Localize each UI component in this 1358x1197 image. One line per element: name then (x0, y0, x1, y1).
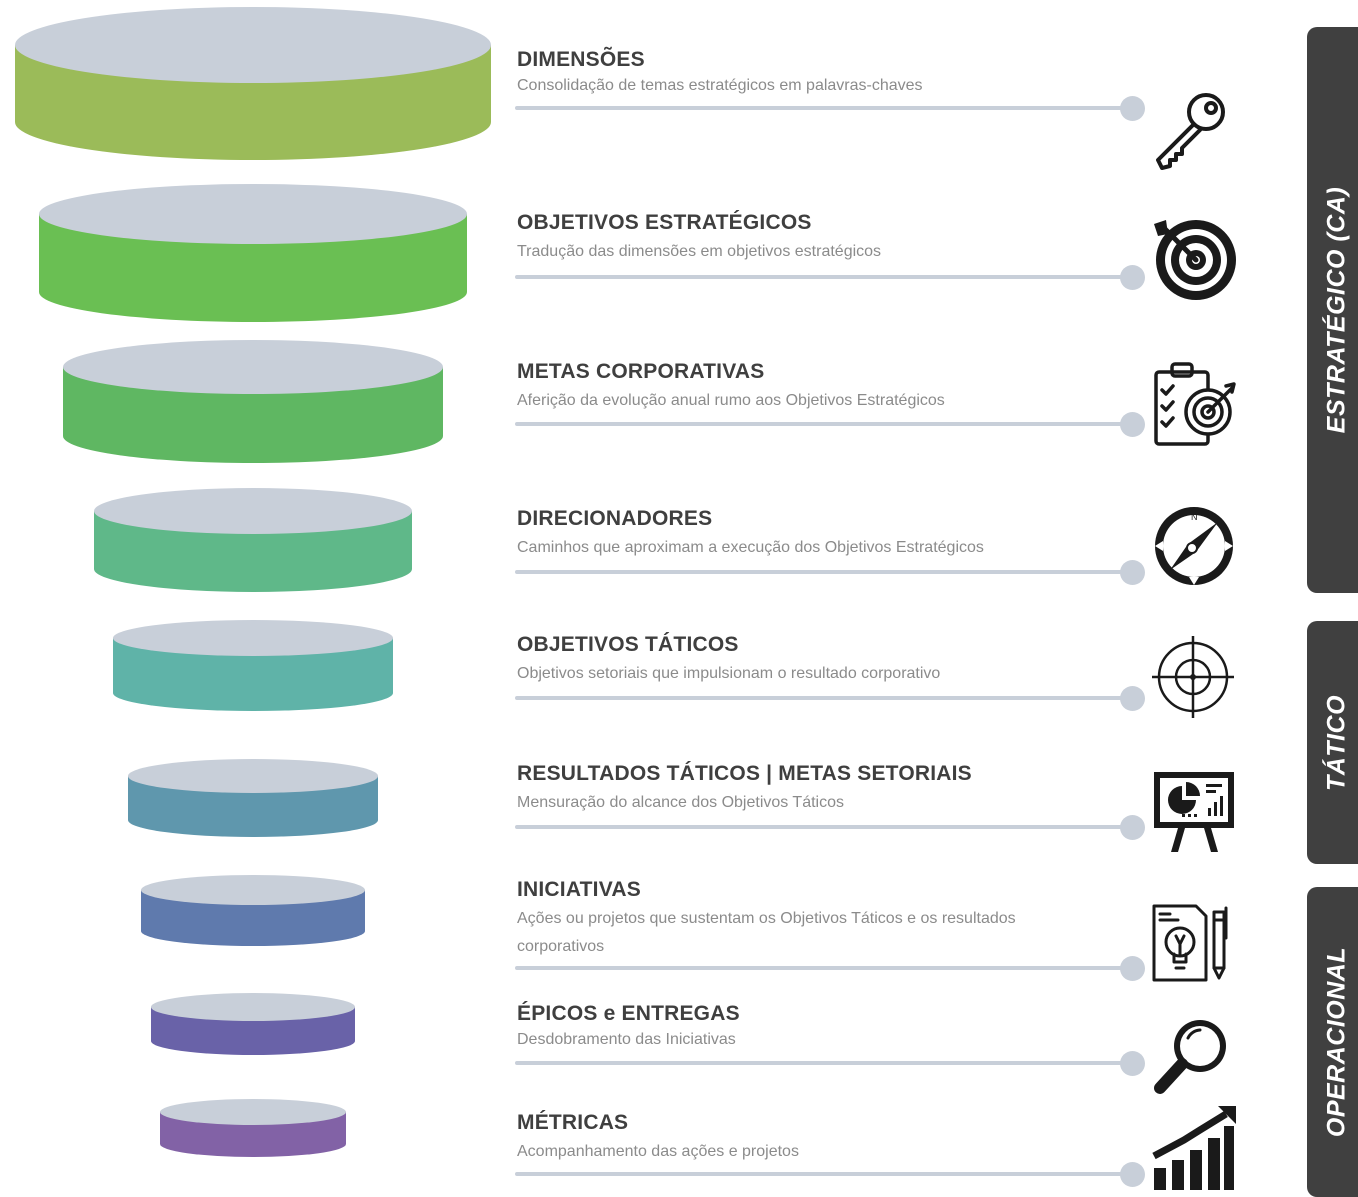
connector-line (515, 825, 1127, 829)
tab-label: TÁTICO (1322, 694, 1351, 791)
tab-operacional: OPERACIONAL (1307, 887, 1358, 1197)
level-title: DIMENSÕES (517, 48, 645, 71)
funnel-disc-top (160, 1099, 346, 1125)
connector-dot (1120, 1162, 1145, 1187)
connector-dot (1120, 96, 1145, 121)
clipboard-target-icon (1154, 362, 1236, 446)
level-title: INICIATIVAS (517, 878, 641, 901)
funnel-disc-top (94, 488, 412, 534)
level-resultados-taticos: RESULTADOS TÁTICOS | METAS SETORIAIS Men… (517, 762, 1137, 817)
tab-label: ESTRATÉGICO (CA) (1322, 186, 1351, 434)
funnel-disc (151, 993, 355, 1055)
funnel-disc-top (141, 875, 365, 905)
tab-tatico: TÁTICO (1307, 621, 1358, 864)
level-title: ÉPICOS e ENTREGAS (517, 1002, 740, 1025)
funnel-disc (141, 875, 365, 946)
level-description: Aferição da evolução anual rumo aos Obje… (517, 392, 945, 409)
level-description: Acompanhamento das ações e projetos (517, 1143, 799, 1160)
connector-dot (1120, 686, 1145, 711)
level-title: METAS CORPORATIVAS (517, 360, 765, 383)
connector-line (515, 966, 1127, 970)
level-epicos-entregas: ÉPICOS e ENTREGAS Desdobramento das Inic… (517, 1002, 1137, 1054)
funnel-disc (15, 7, 491, 160)
funnel-disc-side (94, 511, 412, 592)
funnel-disc-side (113, 638, 393, 711)
funnel-disc-side (141, 890, 365, 946)
growth-chart-icon (1152, 1106, 1236, 1190)
connector-dot (1120, 956, 1145, 981)
funnel-disc-side (39, 214, 467, 322)
svg-text:N: N (1191, 512, 1198, 522)
funnel-disc-side (63, 367, 443, 463)
funnel-disc (39, 184, 467, 322)
level-title: DIRECIONADORES (517, 507, 713, 530)
funnel-diagram (15, 7, 491, 1157)
funnel-disc (128, 759, 378, 837)
funnel-disc-top (39, 184, 467, 244)
level-title: RESULTADOS TÁTICOS | METAS SETORIAIS (517, 762, 972, 785)
funnel-disc-top (113, 620, 393, 656)
level-description: Ações ou projetos que sustentam os Objet… (517, 910, 1016, 955)
connector-dot (1120, 1051, 1145, 1076)
funnel-disc-top (15, 7, 491, 83)
funnel-disc-top (151, 993, 355, 1021)
key-icon (1156, 93, 1225, 170)
level-direcionadores: DIRECIONADORES Caminhos que aproximam a … (517, 507, 1137, 562)
tab-label: OPERACIONAL (1322, 946, 1351, 1138)
level-description: Objetivos setoriais que impulsionam o re… (517, 665, 941, 682)
funnel-disc (94, 488, 412, 592)
compass-icon: N (1155, 507, 1233, 585)
level-metricas: MÉTRICAS Acompanhamento das ações e proj… (517, 1111, 1137, 1166)
idea-document-icon (1152, 904, 1228, 982)
connector-line (515, 106, 1127, 110)
connector-line (515, 1172, 1127, 1176)
level-description: Mensuração do alcance dos Objetivos Táti… (517, 794, 844, 811)
magnifier-icon (1154, 1020, 1226, 1094)
level-title: MÉTRICAS (517, 1111, 629, 1134)
level-objetivos-taticos: OBJETIVOS TÁTICOS Objetivos setoriais qu… (517, 633, 1137, 688)
tab-estrategico: ESTRATÉGICO (CA) (1307, 27, 1358, 593)
crosshair-icon (1152, 636, 1234, 718)
level-title: OBJETIVOS ESTRATÉGICOS (517, 211, 812, 234)
funnel-disc-top (128, 759, 378, 793)
connector-line (515, 570, 1127, 574)
connector-dot (1120, 412, 1145, 437)
connector-dot (1120, 560, 1145, 585)
connector-line (515, 422, 1127, 426)
funnel-disc (160, 1099, 346, 1157)
funnel-disc-top (63, 340, 443, 394)
funnel-disc (113, 620, 393, 711)
connector-line (515, 275, 1127, 279)
level-dimensoes: DIMENSÕES Consolidação de temas estratég… (517, 48, 1137, 100)
level-description: Desdobramento das Iniciativas (517, 1031, 736, 1048)
connector-dot (1120, 815, 1145, 840)
funnel-disc-side (128, 776, 378, 837)
level-description: Caminhos que aproximam a execução dos Ob… (517, 539, 984, 556)
connector-line (515, 696, 1127, 700)
level-description: Tradução das dimensões em objetivos estr… (517, 243, 882, 260)
level-objetivos-estrategicos: OBJETIVOS ESTRATÉGICOS Tradução das dime… (517, 211, 1137, 266)
target-arrow-icon (1154, 220, 1236, 300)
level-description: Consolidação de temas estratégicos em pa… (517, 77, 923, 94)
level-iniciativas: INICIATIVAS Ações ou projetos que susten… (517, 878, 1137, 961)
connector-dot (1120, 265, 1145, 290)
funnel-disc (63, 340, 443, 463)
connector-line (515, 1061, 1127, 1065)
level-metas-corporativas: METAS CORPORATIVAS Aferição da evolução … (517, 360, 1137, 415)
level-title: OBJETIVOS TÁTICOS (517, 633, 739, 656)
presentation-chart-icon (1154, 772, 1234, 852)
